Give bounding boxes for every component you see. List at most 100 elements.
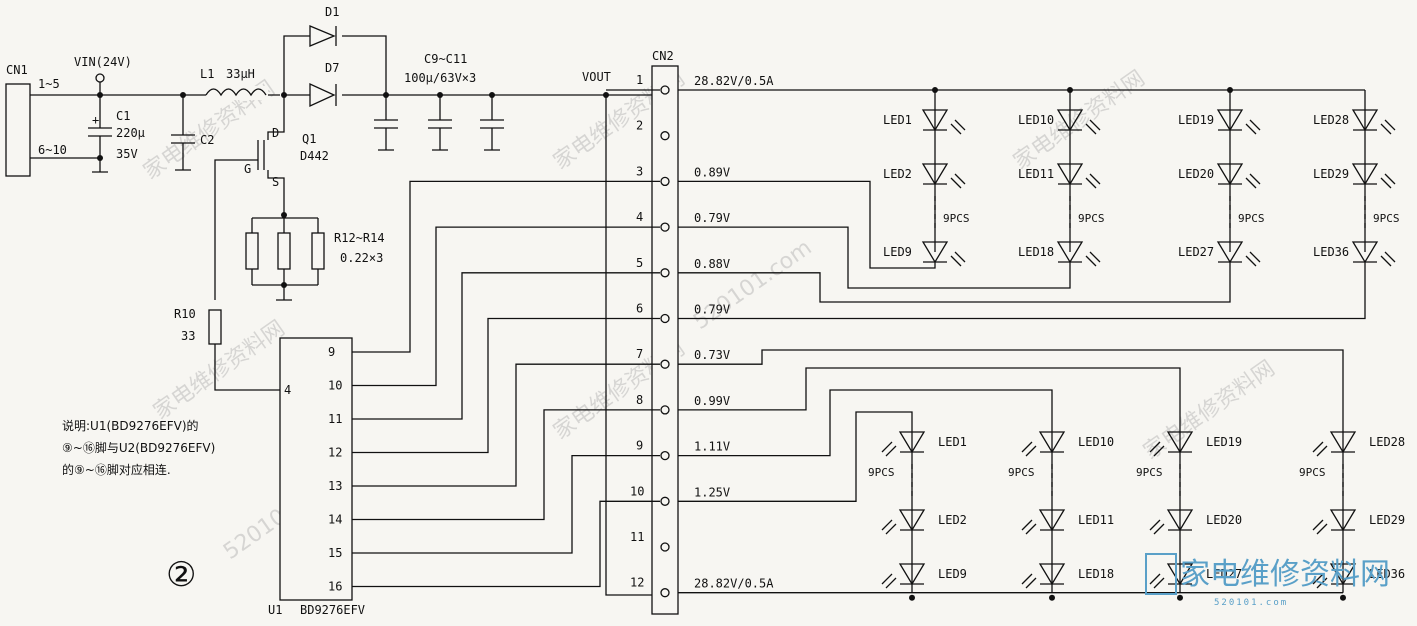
site-logo: 家电维修资料网 520101.com [1145, 553, 1390, 608]
led-diode: LED18 [1021, 563, 1114, 589]
svg-text:1~5: 1~5 [38, 77, 60, 91]
u1-cn2-wire [352, 500, 660, 588]
led-diode: LED20 [1149, 509, 1242, 535]
svg-text:⑨~⑯脚与U2(BD9276EFV): ⑨~⑯脚与U2(BD9276EFV) [62, 440, 215, 455]
led-diode: LED1 [881, 431, 967, 457]
cn2-pin-number: 4 [636, 210, 643, 224]
svg-text:G: G [244, 162, 251, 176]
led-diode: LED9 [883, 241, 966, 267]
led-diode: LED20 [1178, 163, 1261, 189]
svg-text:L1: L1 [200, 67, 214, 81]
svg-text:35V: 35V [116, 147, 138, 161]
r12-r14-resistors: R12~R14 0.22×3 [245, 205, 385, 301]
pin-voltage: 1.25V [694, 485, 730, 499]
svg-text:33μH: 33μH [226, 67, 255, 81]
vout-label: VOUT [582, 70, 611, 84]
cn2-pin-number: 12 [630, 576, 644, 590]
led-strings: LED1LED2LED99PCSLED10LED11LED189PCSLED19… [868, 109, 1405, 589]
led-label: LED10 [1078, 435, 1114, 449]
led-diode: LED2 [881, 509, 967, 535]
led-diode: LED2 [883, 163, 966, 189]
svg-text:C2: C2 [200, 133, 214, 147]
svg-text:CN2: CN2 [652, 49, 674, 63]
svg-text:BD9276EFV: BD9276EFV [300, 603, 365, 617]
pin-voltage: 0.79V [694, 211, 730, 225]
led-label: LED29 [1313, 167, 1349, 181]
led-label: LED1 [938, 435, 967, 449]
svg-text:CN1: CN1 [6, 63, 28, 77]
led-label: LED27 [1178, 245, 1214, 259]
led-label: LED9 [938, 567, 967, 581]
u1-pin-number: 11 [328, 412, 342, 426]
cn2-pin-terminal [660, 85, 670, 95]
svg-text:100μ/63V×3: 100μ/63V×3 [404, 71, 476, 85]
svg-text:D442: D442 [300, 149, 329, 163]
u1-pin-number: 16 [328, 580, 342, 594]
u1-pin-number: 13 [328, 479, 342, 493]
led-diode: LED29 [1312, 509, 1405, 535]
c2-capacitor: C2 [171, 92, 214, 171]
led-label: LED28 [1369, 435, 1405, 449]
svg-text:0.22×3: 0.22×3 [340, 251, 383, 265]
figure-number: ② [166, 555, 196, 595]
led-label: LED19 [1206, 435, 1242, 449]
led-label: LED29 [1369, 513, 1405, 527]
u1-cn2-wire [352, 363, 660, 487]
svg-text:R10: R10 [174, 307, 196, 321]
led-label: LED36 [1313, 245, 1349, 259]
led-label: LED27 [1206, 567, 1242, 581]
led-label: LED11 [1078, 513, 1114, 527]
string-count: 9PCS [1299, 466, 1326, 479]
svg-text:说明:U1(BD9276EFV)的: 说明:U1(BD9276EFV)的 [62, 418, 199, 433]
note-text: 说明:U1(BD9276EFV)的 ⑨~⑯脚与U2(BD9276EFV) 的⑨~… [62, 418, 215, 477]
cn2-connector: CN2 [651, 49, 679, 615]
led-label: LED20 [1206, 513, 1242, 527]
cn2-pin-number: 3 [636, 164, 643, 178]
cn2-pin-number: 6 [636, 302, 643, 316]
vin-label: VIN(24V) [74, 55, 132, 69]
cn2-pin-terminal [660, 359, 670, 369]
cn2-pin-terminal [660, 222, 670, 232]
led-label: LED2 [883, 167, 912, 181]
svg-text:4: 4 [284, 383, 291, 397]
cn2-pin-number: 5 [636, 256, 643, 270]
u1-pin-number: 10 [328, 379, 342, 393]
u1-cn2-wire [352, 180, 660, 353]
led-label: LED36 [1369, 567, 1405, 581]
led-diode: LED10 [1018, 109, 1101, 135]
led-diode: LED9 [881, 563, 967, 589]
cn2-pin-number: 2 [636, 119, 643, 133]
cn2-pin-terminal [660, 588, 670, 598]
cn2-pin-terminal [660, 450, 670, 461]
pin-voltage: 0.89V [694, 165, 730, 179]
string-count: 9PCS [868, 466, 895, 479]
u1-pin-number: 9 [328, 345, 335, 359]
string-count: 9PCS [943, 212, 970, 225]
led-label: LED1 [883, 113, 912, 127]
led-label: LED11 [1018, 167, 1054, 181]
svg-text:6~10: 6~10 [38, 143, 67, 157]
svg-text:U1: U1 [268, 603, 282, 617]
cn2-pin-terminal [660, 131, 670, 141]
svg-text:+: + [92, 113, 99, 127]
cn2-pin-terminal [660, 496, 670, 506]
u1-cn2-wire [352, 454, 660, 554]
led-diode: LED18 [1018, 241, 1101, 267]
c9-c11-capacitors: C9~C11 100μ/63V×3 [374, 52, 504, 151]
led-label: LED9 [883, 245, 912, 259]
svg-text:Q1: Q1 [302, 132, 316, 146]
cn2-pin-terminal [660, 268, 670, 278]
led-label: LED2 [938, 513, 967, 527]
string-count: 9PCS [1136, 466, 1163, 479]
svg-text:R12~R14: R12~R14 [334, 231, 385, 245]
u1-chip: 4 U1 BD9276EFV [268, 337, 365, 617]
string-count: 9PCS [1373, 212, 1400, 225]
u1-pin-number: 12 [328, 446, 342, 460]
u1-pin-number: 15 [328, 546, 342, 560]
u1-pin-number: 14 [328, 513, 342, 527]
string-count: 9PCS [1008, 466, 1035, 479]
led-diode: LED10 [1021, 431, 1114, 457]
svg-text:520101.com: 520101.com [689, 235, 816, 335]
